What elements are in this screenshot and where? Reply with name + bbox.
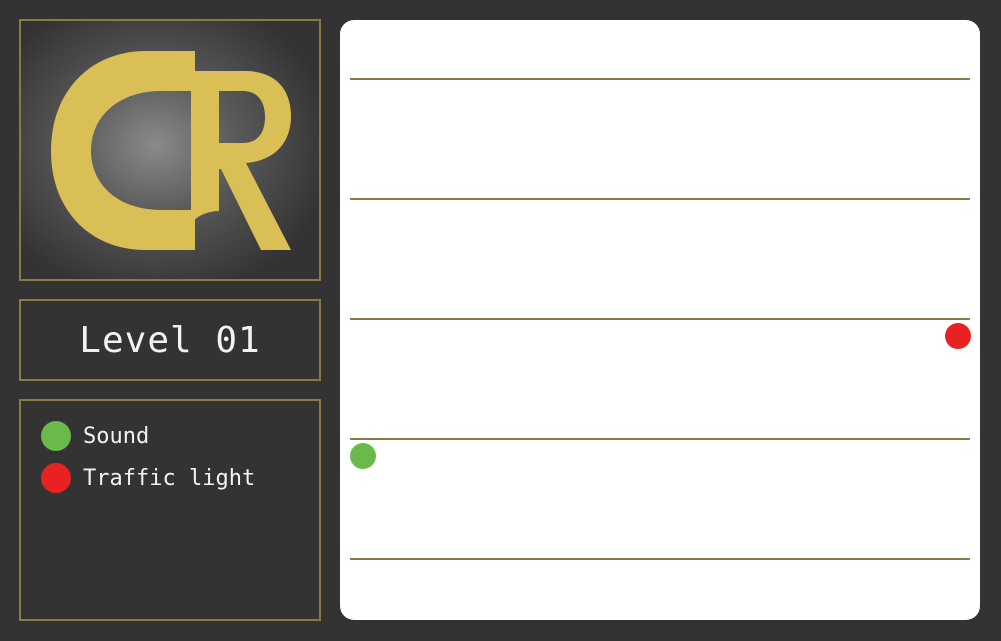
- logo-panel: [19, 19, 321, 281]
- red-dot-icon: [41, 463, 71, 493]
- lane-line: [350, 78, 970, 80]
- lane-line: [350, 198, 970, 200]
- legend-item-traffic-light: Traffic light: [41, 463, 255, 493]
- legend-panel: Sound Traffic light: [19, 399, 321, 621]
- green-dot-icon: [41, 421, 71, 451]
- traffic-light-token[interactable]: [945, 323, 971, 349]
- level-label: Level 01: [79, 319, 261, 361]
- legend-item-sound: Sound: [41, 421, 149, 451]
- lane-line: [350, 318, 970, 320]
- lane-line: [350, 558, 970, 560]
- game-board[interactable]: [340, 20, 980, 620]
- logo-r-shape: [191, 71, 291, 250]
- cr-logo: [21, 21, 319, 279]
- sound-token[interactable]: [350, 443, 376, 469]
- legend-label-sound: Sound: [83, 423, 150, 449]
- level-panel: Level 01: [19, 299, 321, 381]
- lane-line: [350, 438, 970, 440]
- legend-label-traffic-light: Traffic light: [83, 465, 256, 491]
- logo-c-shape: [51, 51, 195, 250]
